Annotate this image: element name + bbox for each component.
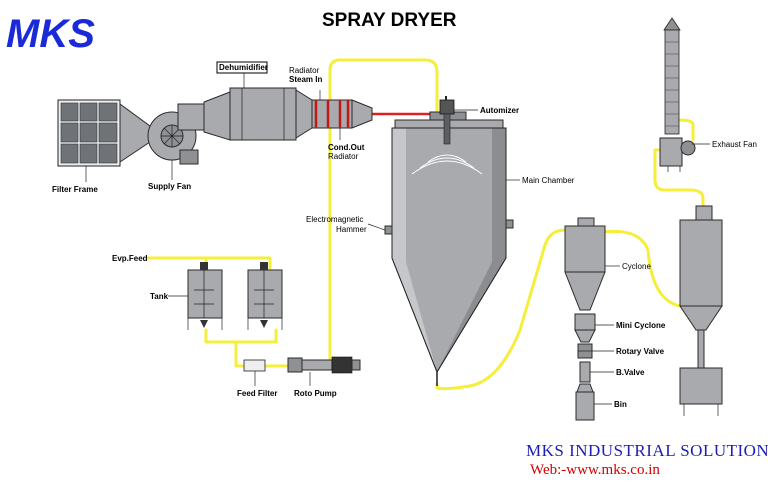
- cyclone: [564, 217, 606, 311]
- label-b-valve: B.Valve: [616, 368, 645, 377]
- label-bin: Bin: [614, 400, 627, 409]
- label-cond-out-2: Radiator: [328, 152, 359, 161]
- page-title: SPRAY DRYER: [322, 10, 457, 31]
- label-cond-out-1: Cond.Out: [328, 143, 365, 152]
- exhaust-cyclone: [679, 205, 723, 416]
- label-roto-pump: Roto Pump: [294, 389, 337, 398]
- label-electromagnetic-hammer-1: Electromagnetic: [306, 215, 363, 224]
- label-main-chamber: Main Chamber: [522, 176, 575, 185]
- leader-lines: [85, 90, 710, 405]
- dehumidifier: [203, 61, 313, 141]
- label-dehumidifier: Dehumidifier: [219, 63, 268, 72]
- tank-1: [187, 262, 223, 330]
- website-link[interactable]: Web:-www.mks.co.in: [530, 462, 660, 478]
- mini-cyclone: [574, 313, 596, 343]
- exhaust-stack: [663, 17, 681, 135]
- label-mini-cyclone: Mini Cyclone: [616, 321, 666, 330]
- label-radiator-steam-in-1: Radiator: [289, 66, 320, 75]
- mks-logo: MKS: [6, 12, 95, 56]
- feed-filter: [243, 359, 266, 372]
- bin: [575, 383, 595, 421]
- label-exhaust-fan: Exhaust Fan: [712, 140, 757, 149]
- company-name: MKS INDUSTRIAL SOLUTIONS: [526, 441, 768, 460]
- b-valve: [579, 361, 591, 383]
- label-filter-frame: Filter Frame: [52, 185, 98, 194]
- rotary-valve: [577, 343, 593, 359]
- supply-fan: [147, 103, 207, 165]
- main-chamber: [384, 96, 514, 386]
- label-cyclone: Cyclone: [622, 262, 651, 271]
- exhaust-fan: [659, 137, 696, 172]
- label-radiator-steam-in-2: Steam In: [289, 75, 322, 84]
- filter-frame: [57, 99, 151, 167]
- radiator: [311, 99, 373, 129]
- label-feed-filter: Feed Filter: [237, 389, 277, 398]
- label-evp-feed: Evp.Feed: [112, 254, 148, 263]
- label-automizer: Automizer: [480, 106, 519, 115]
- label-rotary-valve: Rotary Valve: [616, 347, 665, 356]
- yellow-piping: [146, 58, 705, 391]
- label-electromagnetic-hammer-2: Hammer: [336, 225, 367, 234]
- label-supply-fan: Supply Fan: [148, 182, 191, 191]
- tank-2: [247, 262, 283, 330]
- roto-pump: [287, 356, 361, 374]
- label-tank: Tank: [150, 292, 169, 301]
